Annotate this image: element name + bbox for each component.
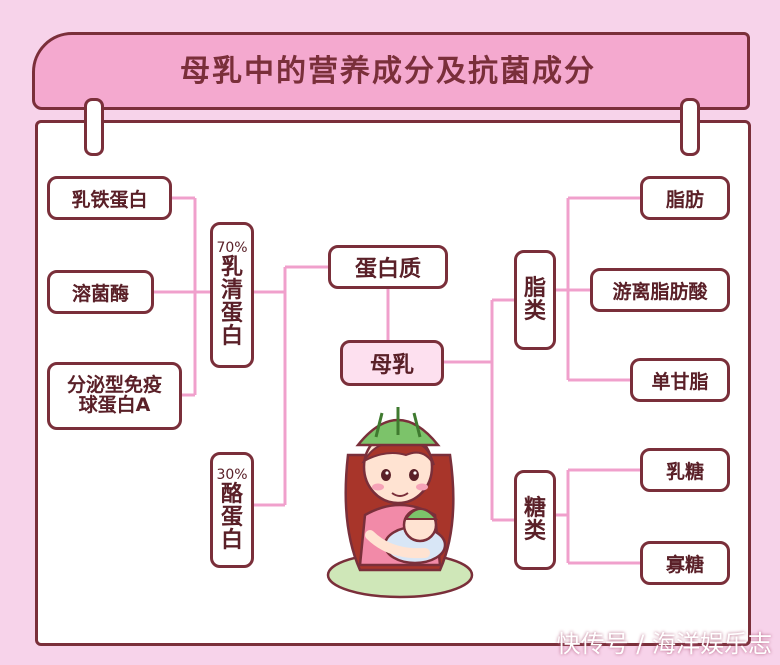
binder-ring-right [680,98,700,156]
whey-char: 白 [220,324,243,350]
protein-box: 蛋白质 [328,245,448,289]
item-free-fatty-acid: 游离脂肪酸 [590,268,730,312]
item-monoglyceride: 单甘脂 [630,358,730,402]
item-monoglyceride-label: 单甘脂 [651,370,709,393]
whey-protein-box: 70% 乳 清 蛋 白 [210,222,254,368]
item-free-fatty-acid-label: 游离脂肪酸 [612,280,708,303]
title-banner [32,32,750,110]
watermark: 快传号 / 海洋娱乐志 [556,630,772,658]
whey-percent: 70% [216,240,248,257]
item-fat: 脂肪 [640,176,730,220]
item-oligosaccharide-label: 寡糖 [665,553,704,576]
item-lysozyme-label: 溶菌酶 [71,282,129,305]
item-siga-line1: 分泌型免疫 [66,374,162,397]
fat-box: 脂 类 [514,250,556,350]
item-lactoferrin-label: 乳铁蛋白 [71,188,148,211]
item-lactoferrin: 乳铁蛋白 [47,176,172,220]
breast-milk-label: 母乳 [369,353,414,378]
item-siga-line2: 球蛋白A [78,394,151,416]
item-lysozyme: 溶菌酶 [47,270,154,314]
sugar-box: 糖 类 [514,470,556,570]
item-lactose: 乳糖 [640,448,730,492]
whey-char: 清 [220,278,243,304]
fat-char: 脂 [523,275,546,301]
breast-milk-box: 母乳 [340,340,444,386]
item-lactose-label: 乳糖 [665,460,704,483]
sugar-char: 糖 [523,495,546,521]
sugar-char: 类 [523,519,546,544]
item-siga: 分泌型免疫 球蛋白A [47,362,182,430]
fat-char: 类 [523,299,546,324]
binder-ring-left [84,98,104,156]
casein-box: 30% 酪 蛋 白 [210,452,254,568]
item-fat-label: 脂肪 [665,188,704,211]
casein-char: 蛋 [220,504,243,530]
casein-percent: 30% [216,467,248,484]
whey-char: 乳 [220,255,243,281]
casein-char: 白 [220,527,243,553]
casein-char: 酪 [220,481,243,507]
page-title: 母乳中的营养成分及抗菌成分 [180,54,596,89]
mother-baby-illustration [326,407,474,599]
item-oligosaccharide: 寡糖 [640,541,730,585]
whey-char: 蛋 [220,301,243,327]
protein-label: 蛋白质 [354,257,421,282]
